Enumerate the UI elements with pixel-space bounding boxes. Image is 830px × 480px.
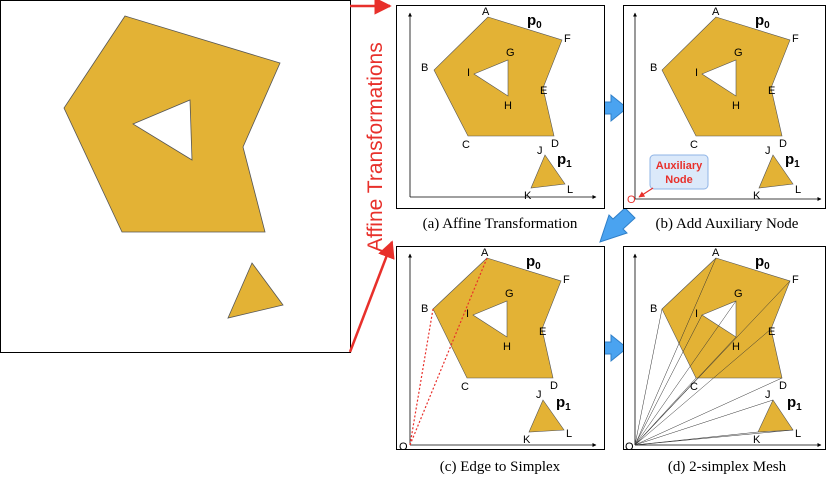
vertex-label-e: E	[539, 326, 546, 338]
mesh-edge-oa	[634, 257, 717, 446]
vertex-label-g: G	[734, 47, 743, 59]
panel-b: A F B G I H E C D J K L p0 p1 Auxiliary …	[623, 5, 826, 209]
mesh-edge-oi	[634, 314, 703, 446]
vertex-label-l: L	[795, 184, 801, 196]
vertex-label-k: K	[753, 190, 761, 202]
caption-d: (d) 2-simplex Mesh	[668, 459, 787, 475]
origin-label: O	[627, 194, 636, 206]
caption-c: (c) Edge to Simplex	[440, 459, 561, 475]
vertex-label-f: F	[563, 274, 570, 286]
polygon-p1	[528, 399, 565, 433]
polygon-p0	[433, 16, 563, 137]
original-polygon-p1	[227, 262, 284, 319]
polygon-label-p0: p0	[526, 253, 541, 272]
mesh-edge-og	[634, 300, 737, 446]
vertex-label-b: B	[650, 62, 657, 74]
vertex-label-f: F	[564, 33, 571, 45]
mesh-edge-ol	[634, 429, 794, 446]
vertex-label-k: K	[524, 190, 532, 202]
polygon-p1	[758, 154, 794, 189]
original-shape-panel	[0, 0, 351, 353]
affine-label: Affine Transformations	[364, 42, 387, 252]
polygon-label-p0: p0	[527, 12, 542, 31]
auxiliary-node-pointer	[638, 187, 654, 198]
panel-a: A F B G I H E C D J K L p0 p1	[396, 5, 605, 209]
auxiliary-node-label-line1: Auxiliary	[656, 160, 703, 172]
vertex-label-j: J	[765, 389, 771, 401]
vertex-label-h: H	[732, 341, 740, 353]
mesh-edge-oj	[634, 399, 774, 446]
polygon-p0	[661, 16, 791, 137]
vertex-label-f: F	[792, 33, 799, 45]
polygon-label-p0: p0	[755, 12, 770, 31]
vertex-label-i: I	[467, 67, 470, 79]
vertex-label-j: J	[537, 145, 543, 157]
vertex-label-j: J	[536, 389, 542, 401]
mesh-edge-oh	[634, 336, 737, 446]
vertex-label-d: D	[550, 380, 558, 392]
vertex-label-e: E	[768, 326, 775, 338]
original-polygon-p0	[63, 15, 281, 233]
vertex-label-d: D	[779, 138, 787, 150]
auxiliary-node-callout	[649, 154, 709, 190]
vertex-label-b: B	[650, 303, 657, 315]
vertex-label-c: C	[690, 139, 698, 151]
vertex-label-c: C	[461, 381, 469, 393]
auxiliary-node-label-line2: Node	[665, 174, 693, 186]
vertex-label-b: B	[421, 303, 428, 315]
polygon-label-p0: p0	[755, 253, 770, 272]
polygon-label-p1: p1	[785, 151, 800, 170]
vertex-label-f: F	[792, 274, 799, 286]
polygon-p1	[530, 154, 566, 189]
polygon-label-p1: p1	[557, 151, 572, 170]
vertex-label-a: A	[482, 6, 490, 18]
vertex-label-g: G	[505, 288, 514, 300]
vertex-label-g: G	[506, 47, 515, 59]
vertex-label-i: I	[695, 67, 698, 79]
vertex-label-a: A	[712, 6, 720, 18]
vertex-label-h: H	[732, 100, 740, 112]
vertex-label-c: C	[690, 381, 698, 393]
simplex-mesh-fan	[634, 257, 794, 446]
vertex-label-l: L	[567, 184, 573, 196]
vertex-label-h: H	[503, 341, 511, 353]
vertex-label-i: I	[466, 308, 469, 320]
vertex-label-k: K	[523, 434, 531, 446]
caption-b: (b) Add Auxiliary Node	[656, 216, 799, 232]
mesh-edge-ob	[634, 308, 663, 446]
vertex-label-l: L	[566, 428, 572, 440]
polygon-p1	[757, 399, 794, 433]
simplex-edge-oa	[409, 257, 488, 446]
polygon-label-p1: p1	[787, 394, 802, 413]
arrow-b-to-c	[599, 207, 636, 243]
panel-c: A F B G I H E C D J K L O p0 p1	[396, 246, 605, 453]
vertex-label-g: G	[734, 288, 743, 300]
vertex-label-a: A	[481, 247, 489, 259]
panel-d: A F B G I H E C D J K L O p0 p1	[623, 246, 826, 453]
affine-arrow-bottom	[348, 240, 395, 353]
vertex-label-e: E	[540, 85, 547, 97]
vertex-label-d: D	[779, 380, 787, 392]
vertex-label-d: D	[551, 138, 559, 150]
vertex-label-c: C	[462, 139, 470, 151]
vertex-label-b: B	[421, 62, 428, 74]
simplex-edge-ob	[409, 308, 434, 446]
vertex-label-e: E	[768, 85, 775, 97]
origin-label: O	[399, 441, 408, 453]
polygon-label-p1: p1	[556, 394, 571, 413]
mesh-edge-oe	[634, 328, 772, 446]
origin-label: O	[625, 441, 634, 453]
affine-arrows: Affine Transformations	[348, 0, 395, 353]
vertex-label-i: I	[695, 308, 698, 320]
vertex-label-j: J	[765, 145, 771, 157]
vertex-label-a: A	[712, 247, 720, 259]
vertex-label-h: H	[504, 100, 512, 112]
mesh-edge-od	[634, 377, 783, 446]
vertex-label-l: L	[795, 428, 801, 440]
vertex-label-k: K	[753, 434, 761, 446]
caption-a: (a) Affine Transformation	[423, 216, 578, 232]
